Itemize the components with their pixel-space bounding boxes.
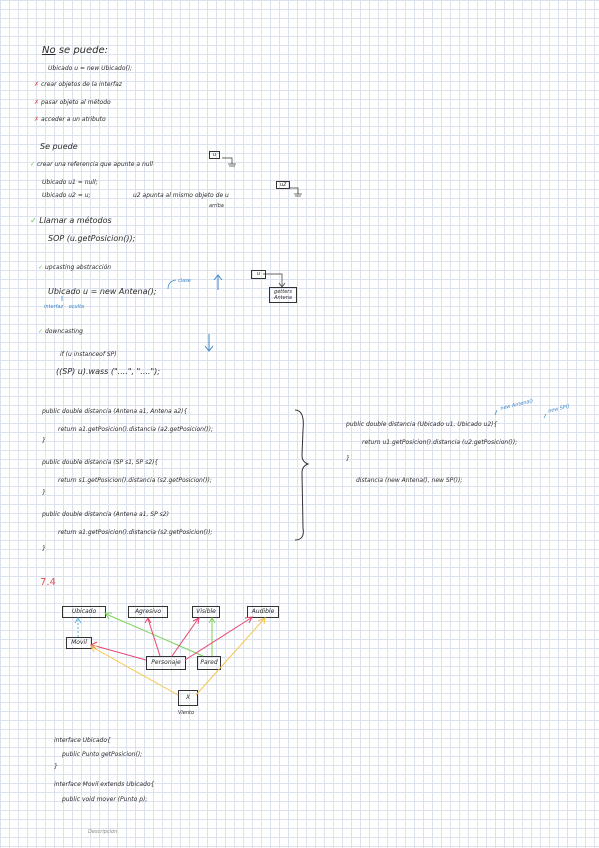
footer-caption: Descripción <box>88 829 118 835</box>
interfaz-note-text: interfaz <box>44 304 64 310</box>
ref-item-text: crear una referencia que apunte a null <box>36 161 153 168</box>
cross-icon: ✗ <box>34 116 40 123</box>
node-ubicado: Ubicado <box>62 606 106 618</box>
no-item-2-text: pasar objeto al método <box>40 99 111 106</box>
downcasting-title: downcasting <box>44 328 83 335</box>
node-audible: Audible <box>247 606 279 618</box>
dist-right-3: } <box>346 455 350 462</box>
clase-note: clase <box>178 278 191 284</box>
oculta-note-text: oculta <box>68 304 85 310</box>
iface-line-5: public void mover (Punto p); <box>62 796 148 803</box>
down-code-2: ((SP) u).wass ("....", "...."); <box>56 367 160 376</box>
dist-right-1: public double distancia (Ubicado u1, Ubi… <box>346 421 498 428</box>
no-item-3: ✗ acceder a un atributo <box>34 115 106 125</box>
dist-line-5: return s1.getPosicion().distancia (s2.ge… <box>58 477 212 484</box>
ref-item: ✓ crear una referencia que apunte a null <box>30 160 153 170</box>
section-7-4: 7.4 <box>40 577 56 588</box>
ref-note: u2 apunta al mismo objeto de u <box>133 192 229 199</box>
box-getters-line1: getters <box>274 289 292 295</box>
upcasting-heading: ✓ upcasting abstracción <box>38 263 111 273</box>
dist-right-4: distancia (new Antena(), new SP()); <box>356 477 463 484</box>
dist-line-3: } <box>42 437 46 444</box>
downcasting-heading: ✓ downcasting <box>38 327 83 337</box>
arrow-viento-audible <box>195 618 265 696</box>
ubicado-new-code: Ubicado u = new Ubicado(); <box>48 65 133 72</box>
node-pared: Pared <box>197 656 221 670</box>
box-u2: u2 <box>276 181 291 189</box>
dist-line-1: public double distancia (Antena a1, Ante… <box>42 408 188 415</box>
box-u3: u <box>251 270 267 279</box>
heading-no: No <box>42 45 56 56</box>
no-item-1: ✗ crear objetos de la interfaz <box>34 80 122 90</box>
iface-line-3: } <box>54 763 58 770</box>
heading-rest: se puede: <box>58 45 109 56</box>
upcasting-title: upcasting abstracción <box>44 264 112 271</box>
down-code-1: if (u instanceof SP) <box>60 351 117 358</box>
no-item-3-text: acceder a un atributo <box>40 116 106 123</box>
dist-right-2: return u1.getPosicion().distancia (u2.ge… <box>362 439 518 446</box>
clase-bracket <box>167 279 177 290</box>
check-icon: ✓ <box>38 328 44 335</box>
dist-line-2: return a1.getPosicion().distancia (a2.ge… <box>58 426 213 433</box>
node-visible: Visible <box>192 606 220 618</box>
ref-note-sub: arriba <box>209 203 224 209</box>
dist-line-6: } <box>42 489 46 496</box>
se-puede-heading: Se puede <box>40 142 78 151</box>
metodos-code: SOP (u.getPosicion()); <box>48 234 136 243</box>
iface-line-4: interface Movil extends Ubicado{ <box>54 781 155 788</box>
check-icon: ✓ <box>30 161 36 168</box>
arrow-viento-movil <box>91 646 179 696</box>
ref-code-1: Ubicado u1 = null; <box>42 179 98 186</box>
dist-line-7: public double distancia (Antena a1, SP s… <box>42 511 169 518</box>
u-to-getters-arrow <box>263 273 283 286</box>
box-getters-line2: Antena <box>274 295 292 301</box>
arrow-personaje-agresivo <box>147 618 161 657</box>
metodos-heading: ✓ Llamar a métodos <box>30 216 112 226</box>
interfaz-note: interfaz oculta <box>44 302 84 312</box>
iface-line-2: public Punto getPosicion(); <box>62 751 143 758</box>
no-item-1-text: crear objetos de la interfaz <box>40 81 122 88</box>
dist-line-8: return a1.getPosicion().distancia (s2.ge… <box>58 529 213 536</box>
check-icon: ✓ <box>30 216 37 225</box>
cross-icon: ✗ <box>34 81 40 88</box>
ref-code-2: Ubicado u2 = u; <box>42 192 91 199</box>
arrow-personaje-audible <box>184 617 252 661</box>
node-movil: Movil <box>66 637 92 649</box>
metodos-title: Llamar a métodos <box>39 216 112 225</box>
note-sp-pointer <box>543 413 547 419</box>
arrow-personaje-movil <box>91 644 147 661</box>
upcasting-code: Ubicado u = new Antena(); <box>48 287 157 296</box>
dist-line-9: } <box>42 545 46 552</box>
check-icon: ✓ <box>38 264 44 271</box>
no-item-2: ✗ pasar objeto al método <box>34 98 111 108</box>
iface-line-1: interface Ubicado{ <box>54 737 111 744</box>
no-se-puede-heading: No se puede: <box>42 46 108 56</box>
ref-arrow-2 <box>290 187 299 194</box>
node-viento: X <box>178 690 198 706</box>
box-getters: getters Antena <box>269 287 297 303</box>
arrow-personaje-visible <box>171 618 199 657</box>
note-antena-pointer <box>494 409 498 416</box>
node-personaje: Personaje <box>146 656 186 670</box>
viento-label: Viento <box>178 710 195 716</box>
arrow-pared-ubicado <box>105 613 204 657</box>
cross-icon: ✗ <box>34 99 40 106</box>
dist-line-4: public double distancia (SP s1, SP s2){ <box>42 459 159 466</box>
box-u: u <box>209 151 221 159</box>
ref-arrow-1 <box>222 157 233 164</box>
curly-brace <box>294 409 310 541</box>
